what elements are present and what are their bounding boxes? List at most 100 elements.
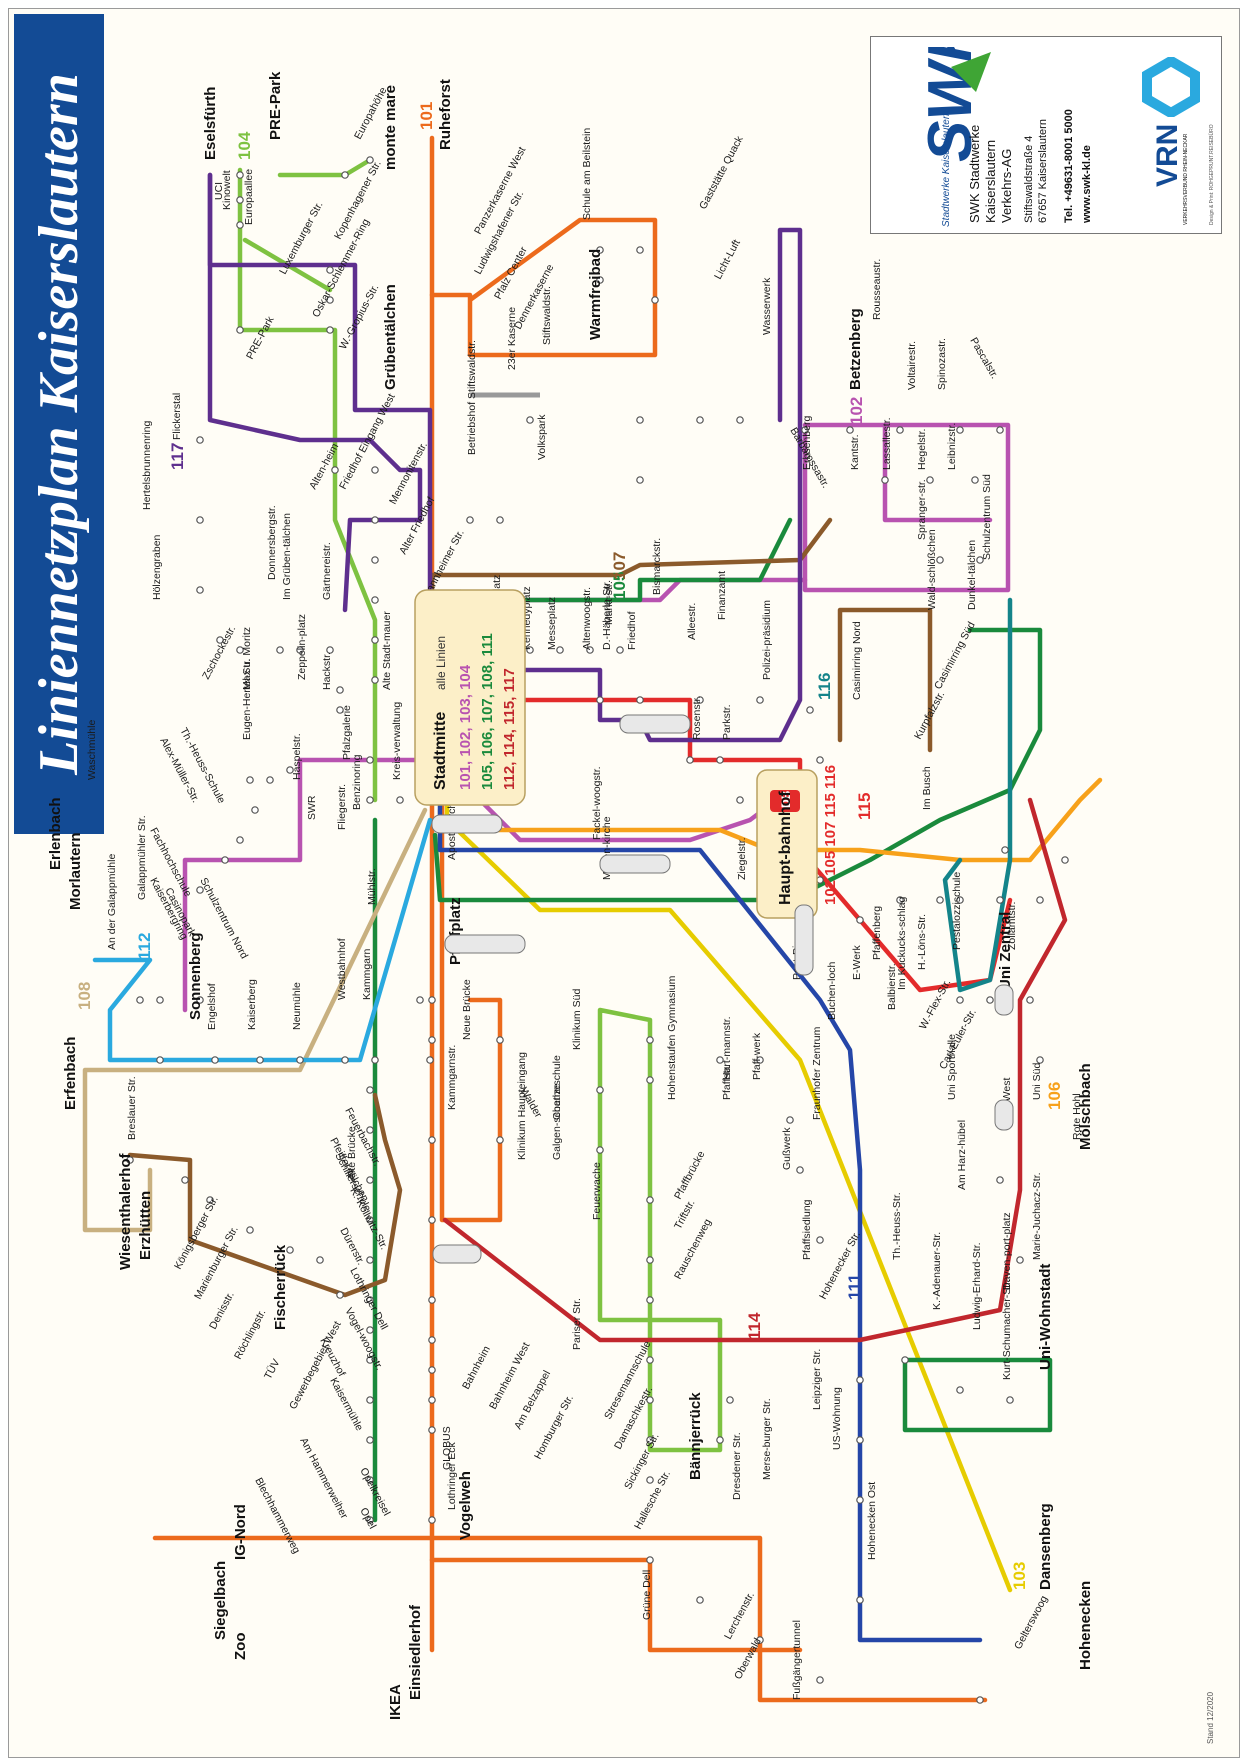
route-line-102 (802, 422, 1011, 593)
stop-marker (426, 1056, 434, 1064)
stop-label: Pestalozzischule (951, 872, 963, 950)
stop-label: Wald-schlößchen (926, 529, 938, 610)
stop-label: Kaiserberg (246, 979, 258, 1030)
company-name-2: Kaiserslautern (983, 139, 998, 223)
stop-marker (926, 476, 934, 484)
stop-label: Marie-Juchacz-Str. (1031, 1172, 1043, 1260)
stop-marker (646, 1196, 654, 1204)
stop-label: Rosenstr. (691, 696, 703, 740)
hub-stadtmitte (414, 589, 526, 806)
area-label: Hohenecken (1077, 1581, 1094, 1670)
stop-label: Leipziger Str. (811, 1349, 823, 1410)
title-banner (14, 14, 104, 834)
stop-marker (1036, 896, 1044, 904)
stop-label: Parkstr. (721, 704, 733, 740)
stop-marker (336, 686, 344, 694)
stop-marker (1016, 1256, 1024, 1264)
hub-stadtmitte-name: Stadtmitte (432, 712, 449, 790)
area-label: Zoo (232, 1633, 249, 1661)
swk-logo-icon: SWK (916, 47, 991, 162)
route-number-label: 104 (235, 131, 254, 160)
stop-marker (756, 696, 764, 704)
stop-label: Feuerwache (591, 1162, 603, 1220)
stop-marker (156, 996, 164, 1004)
stop-label: Am Harz-hübel (956, 1120, 968, 1190)
stop-label: Hertelsbrunnenring (141, 421, 153, 510)
stop-marker (971, 476, 979, 484)
stand-date: Stand 12/2020 (1206, 1691, 1215, 1744)
stop-label: Casimirring Nord (851, 621, 863, 700)
stop-label: Waschmühle (86, 720, 98, 780)
stop-marker (636, 696, 644, 704)
stop-marker (236, 221, 244, 229)
stop-marker (956, 996, 964, 1004)
stop-label: Zollamtstr. (1006, 902, 1018, 950)
stop-label: Kreis-verwaltung (391, 702, 403, 780)
stop-label: Benzinoring (351, 754, 363, 810)
stop-marker (366, 1326, 374, 1334)
stop-label: Markt-str. (603, 581, 615, 625)
stop-marker (856, 916, 864, 924)
stop-label: Polizei-präsidium (761, 600, 773, 680)
stop-marker (206, 1196, 214, 1204)
stop-marker (371, 516, 379, 524)
interchange-marker (794, 904, 814, 976)
stop-label: Alte Brücke (346, 1126, 358, 1180)
stop-marker (336, 1291, 344, 1299)
stop-label: Pfaffsiedlung (801, 1199, 813, 1260)
stop-marker (696, 696, 704, 704)
stop-marker (396, 796, 404, 804)
stop-label: Buchen-loch (826, 961, 838, 1020)
stop-marker (596, 276, 604, 284)
route-number-label: 102 (847, 397, 866, 425)
area-label: Uni-Wohnstadt (1037, 1264, 1054, 1370)
stop-label: Im Grüben-tälchen (281, 513, 293, 600)
stop-label: D.-Häberle-Str. (601, 580, 613, 650)
route-line-101 (429, 217, 658, 358)
route-line-107 (127, 1092, 403, 1298)
route-number-label: 108 (75, 982, 94, 1010)
stop-marker (956, 426, 964, 434)
route-line-105 (432, 627, 1043, 903)
route-number-label: 116 (815, 673, 834, 700)
stop-marker (428, 1136, 436, 1144)
route-line-101 (152, 1535, 988, 1703)
route-line-117 (207, 172, 803, 743)
stop-label: Pfaffenberg (871, 906, 883, 960)
stop-label: Triftstr. (672, 1198, 697, 1232)
stop-marker (326, 266, 334, 274)
route-line-101 (429, 1557, 803, 1653)
stop-marker (896, 896, 904, 904)
stop-marker (646, 1476, 654, 1484)
area-label: Sonnenberg (187, 932, 204, 1020)
stop-label: Max u. Moritz (241, 627, 253, 690)
stop-marker (266, 776, 274, 784)
area-label: Bännjerrück (687, 1392, 704, 1480)
stop-marker (526, 416, 534, 424)
stop-marker (1001, 846, 1009, 854)
stop-marker (366, 1476, 374, 1484)
area-label: Vogelweh (457, 1471, 474, 1540)
route-line-104 (237, 167, 378, 803)
stop-marker (636, 416, 644, 424)
area-label: Betzenberg (847, 308, 864, 390)
stop-marker (646, 1256, 654, 1264)
stop-marker (326, 646, 334, 654)
stop-marker (1036, 1056, 1044, 1064)
stop-label: GLOBUS (441, 1426, 453, 1470)
interchange-marker (994, 1099, 1014, 1131)
stop-marker (596, 246, 604, 254)
interchange-marker (619, 714, 691, 734)
vrn-logo-icon (1142, 57, 1200, 117)
stop-label: Finanzamt (716, 571, 728, 620)
stop-label: W.-Flex-Str. (917, 977, 953, 1031)
stop-label: PRE-Park (244, 314, 277, 362)
stop-label: Altenwoogstr. (581, 587, 593, 650)
stop-marker (816, 1676, 824, 1684)
route-layer (82, 135, 1103, 1703)
vrn-label: VRN (1151, 123, 1184, 187)
area-label: Grübentälchen (382, 284, 399, 390)
route-number-label: 115 (855, 793, 874, 820)
stop-marker (716, 1056, 724, 1064)
